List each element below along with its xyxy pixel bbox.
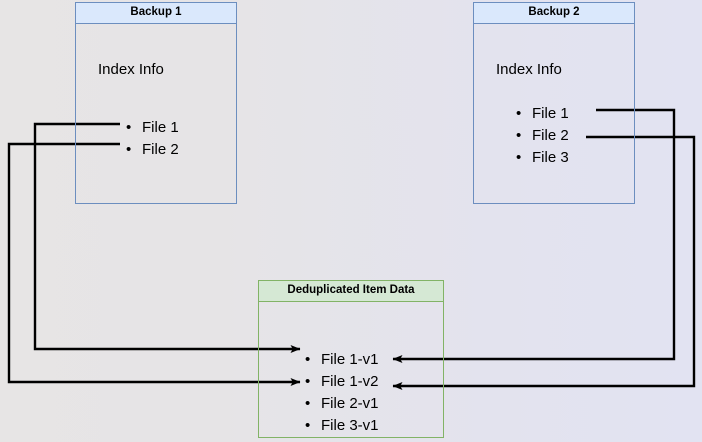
node-deduplicated-item-data[interactable]: Deduplicated Item Data File 1-v1 File 1-… (258, 280, 444, 438)
node-backup-1-body: Index Info File 1 File 2 (76, 24, 236, 203)
list-item[interactable]: File 2-v1 (305, 393, 379, 415)
list-item[interactable]: File 1 (516, 103, 569, 125)
node-dedup-body: File 1-v1 File 1-v2 File 2-v1 File 3-v1 (259, 302, 443, 437)
list-item[interactable]: File 1 (126, 117, 179, 139)
node-dedup-title: Deduplicated Item Data (259, 281, 443, 302)
list-item[interactable]: File 1-v2 (305, 371, 379, 393)
list-item[interactable]: File 3 (516, 147, 569, 169)
backup-2-file-list: File 1 File 2 File 3 (516, 103, 569, 169)
list-item[interactable]: File 2 (126, 139, 179, 161)
dedup-item-list: File 1-v1 File 1-v2 File 2-v1 File 3-v1 (305, 349, 379, 437)
node-backup-1-title: Backup 1 (76, 3, 236, 24)
node-backup-1[interactable]: Backup 1 Index Info File 1 File 2 (75, 2, 237, 204)
backup-2-index-info-label: Index Info (496, 61, 562, 78)
backup-1-index-info-label: Index Info (98, 61, 164, 78)
list-item[interactable]: File 2 (516, 125, 569, 147)
node-backup-2-body: Index Info File 1 File 2 File 3 (474, 24, 634, 203)
node-backup-2[interactable]: Backup 2 Index Info File 1 File 2 File 3 (473, 2, 635, 204)
list-item[interactable]: File 3-v1 (305, 415, 379, 437)
backup-1-file-list: File 1 File 2 (126, 117, 179, 161)
list-item[interactable]: File 1-v1 (305, 349, 379, 371)
node-backup-2-title: Backup 2 (474, 3, 634, 24)
